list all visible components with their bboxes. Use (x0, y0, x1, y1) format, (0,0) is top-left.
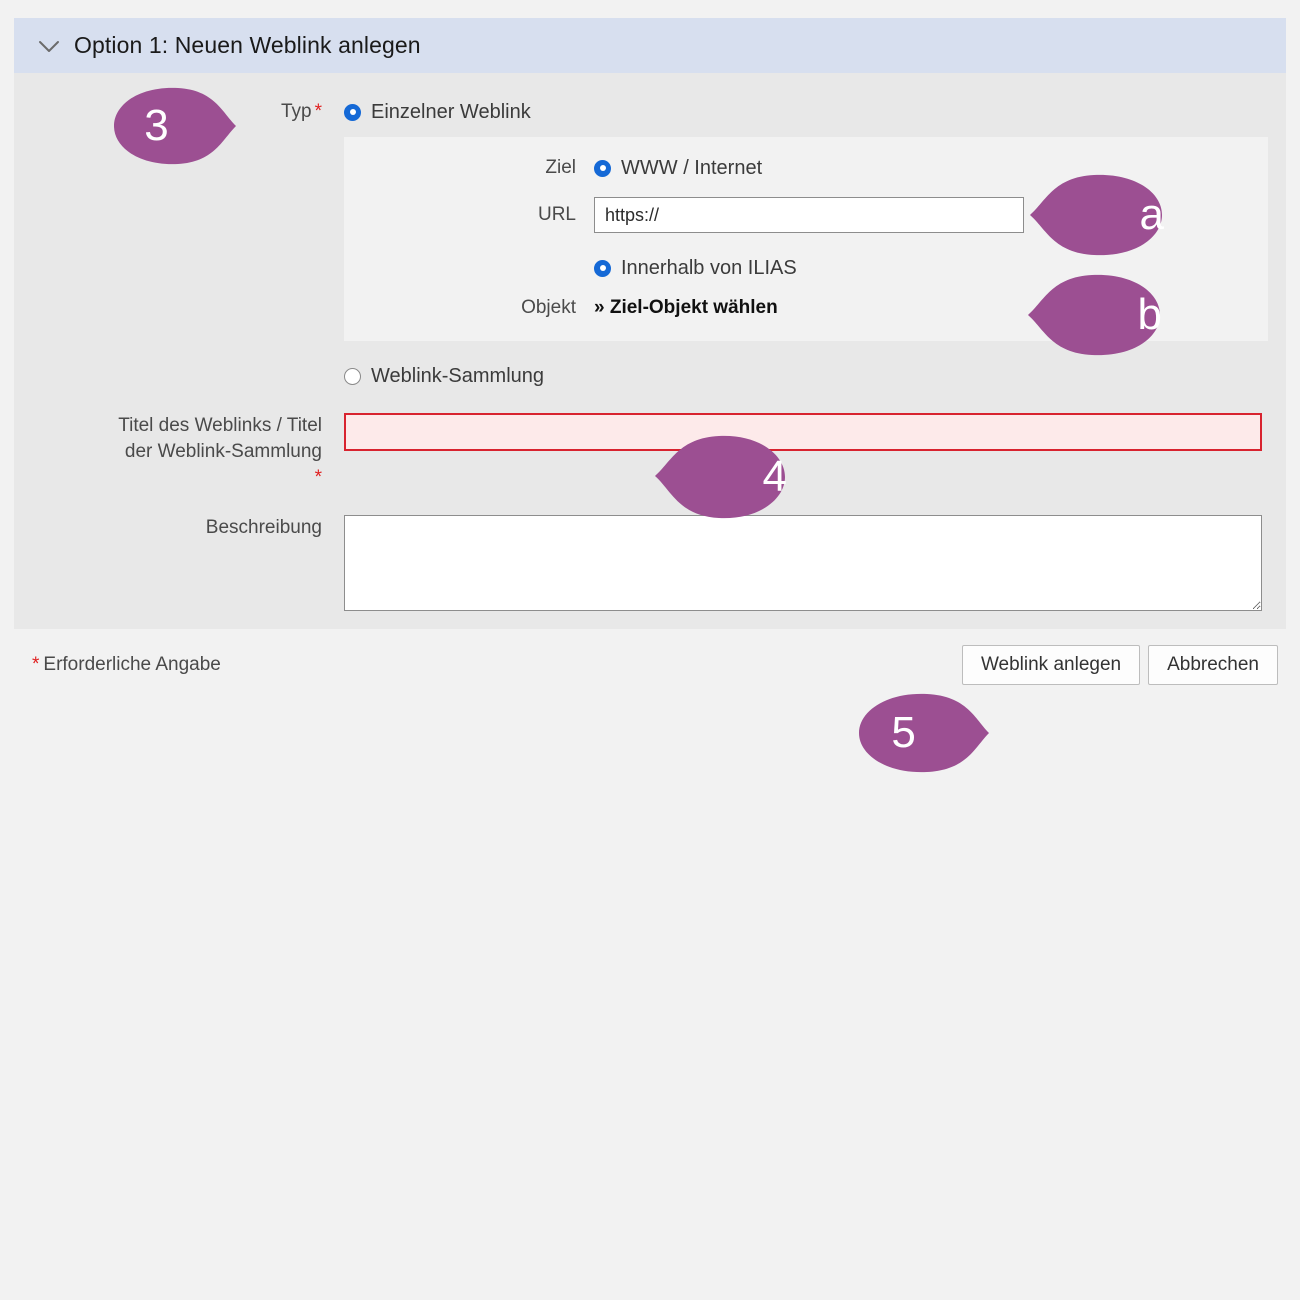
form-body: Typ* Einzelner Weblink Ziel WWW / (14, 73, 1286, 629)
required-marker-titel: * (314, 467, 322, 488)
label-url: URL (537, 204, 576, 225)
titel-input[interactable] (344, 413, 1262, 451)
field-row-typ: Typ* Einzelner Weblink Ziel WWW / (14, 99, 1286, 389)
field-row-url: URL (344, 197, 1268, 233)
radio-label-innerhalb-von-ilias: Innerhalb von ILIAS (621, 257, 797, 279)
chevron-down-icon[interactable] (36, 33, 74, 59)
label-objekt: Objekt (521, 297, 576, 318)
radio-icon-weblink-sammlung[interactable] (344, 367, 361, 385)
label-ziel: Ziel (545, 157, 576, 178)
form-footer: *Erforderliche Angabe Weblink anlegen Ab… (14, 629, 1286, 701)
control-ziel-ilias: Innerhalb von ILIAS (594, 255, 1268, 281)
field-row-ziel: Ziel WWW / Internet (344, 155, 1268, 181)
control-titel (344, 413, 1286, 451)
field-row-objekt: Objekt » Ziel-Objekt wählen (344, 297, 1268, 319)
radio-icon-www-internet[interactable] (594, 159, 611, 177)
required-marker-footer: * (32, 654, 40, 675)
radio-icon-innerhalb-von-ilias[interactable] (594, 259, 611, 277)
select-target-object-link[interactable]: » Ziel-Objekt wählen (594, 297, 778, 318)
section-header[interactable]: Option 1: Neuen Weblink anlegen (14, 18, 1286, 73)
field-row-ziel-ilias: Innerhalb von ILIAS (344, 255, 1268, 281)
field-row-beschreibung: Beschreibung (14, 515, 1286, 611)
field-row-titel: Titel des Weblinks / Titel der Weblink-S… (14, 413, 1286, 491)
control-typ: Einzelner Weblink Ziel WWW / Internet (344, 99, 1286, 389)
radio-label-www-internet: WWW / Internet (621, 157, 763, 179)
required-note: *Erforderliche Angabe (32, 654, 221, 676)
label-titel: Titel des Weblinks / Titel der Weblink-S… (14, 413, 344, 491)
control-objekt: » Ziel-Objekt wählen (594, 297, 1268, 319)
required-note-text: Erforderliche Angabe (43, 654, 221, 675)
radio-label-weblink-sammlung: Weblink-Sammlung (371, 365, 545, 387)
radio-einzelner-weblink[interactable]: Einzelner Weblink (344, 99, 1286, 125)
callout-5: 5 (857, 690, 989, 776)
radio-label-einzelner-weblink: Einzelner Weblink (371, 101, 531, 123)
url-input[interactable] (594, 197, 1024, 233)
control-ziel: WWW / Internet (594, 155, 1268, 181)
control-beschreibung (344, 515, 1286, 611)
radio-icon-einzelner-weblink[interactable] (344, 103, 361, 121)
footer-buttons: Weblink anlegen Abbrechen (961, 645, 1282, 685)
target-panel: Ziel WWW / Internet URL (344, 137, 1268, 341)
submit-weblink-button[interactable]: Weblink anlegen (961, 645, 1141, 685)
radio-weblink-sammlung[interactable]: Weblink-Sammlung (344, 363, 1286, 389)
label-titel-line1: Titel des Weblinks / Titel (118, 415, 322, 436)
radio-www-internet[interactable]: WWW / Internet (594, 155, 1268, 181)
control-url (594, 197, 1268, 233)
label-typ-text: Typ (280, 101, 312, 122)
label-typ: Typ* (14, 99, 344, 125)
cancel-button[interactable]: Abbrechen (1148, 645, 1278, 685)
label-beschreibung: Beschreibung (205, 517, 322, 538)
required-marker-typ: * (314, 101, 322, 122)
beschreibung-textarea[interactable] (344, 515, 1262, 611)
section-title: Option 1: Neuen Weblink anlegen (74, 32, 421, 58)
label-titel-line2: der Weblink-Sammlung (124, 441, 322, 462)
radio-innerhalb-von-ilias[interactable]: Innerhalb von ILIAS (594, 255, 1268, 281)
weblink-form-card: Option 1: Neuen Weblink anlegen Typ* Ein… (14, 18, 1286, 701)
callout-5-label: 5 (891, 708, 916, 757)
